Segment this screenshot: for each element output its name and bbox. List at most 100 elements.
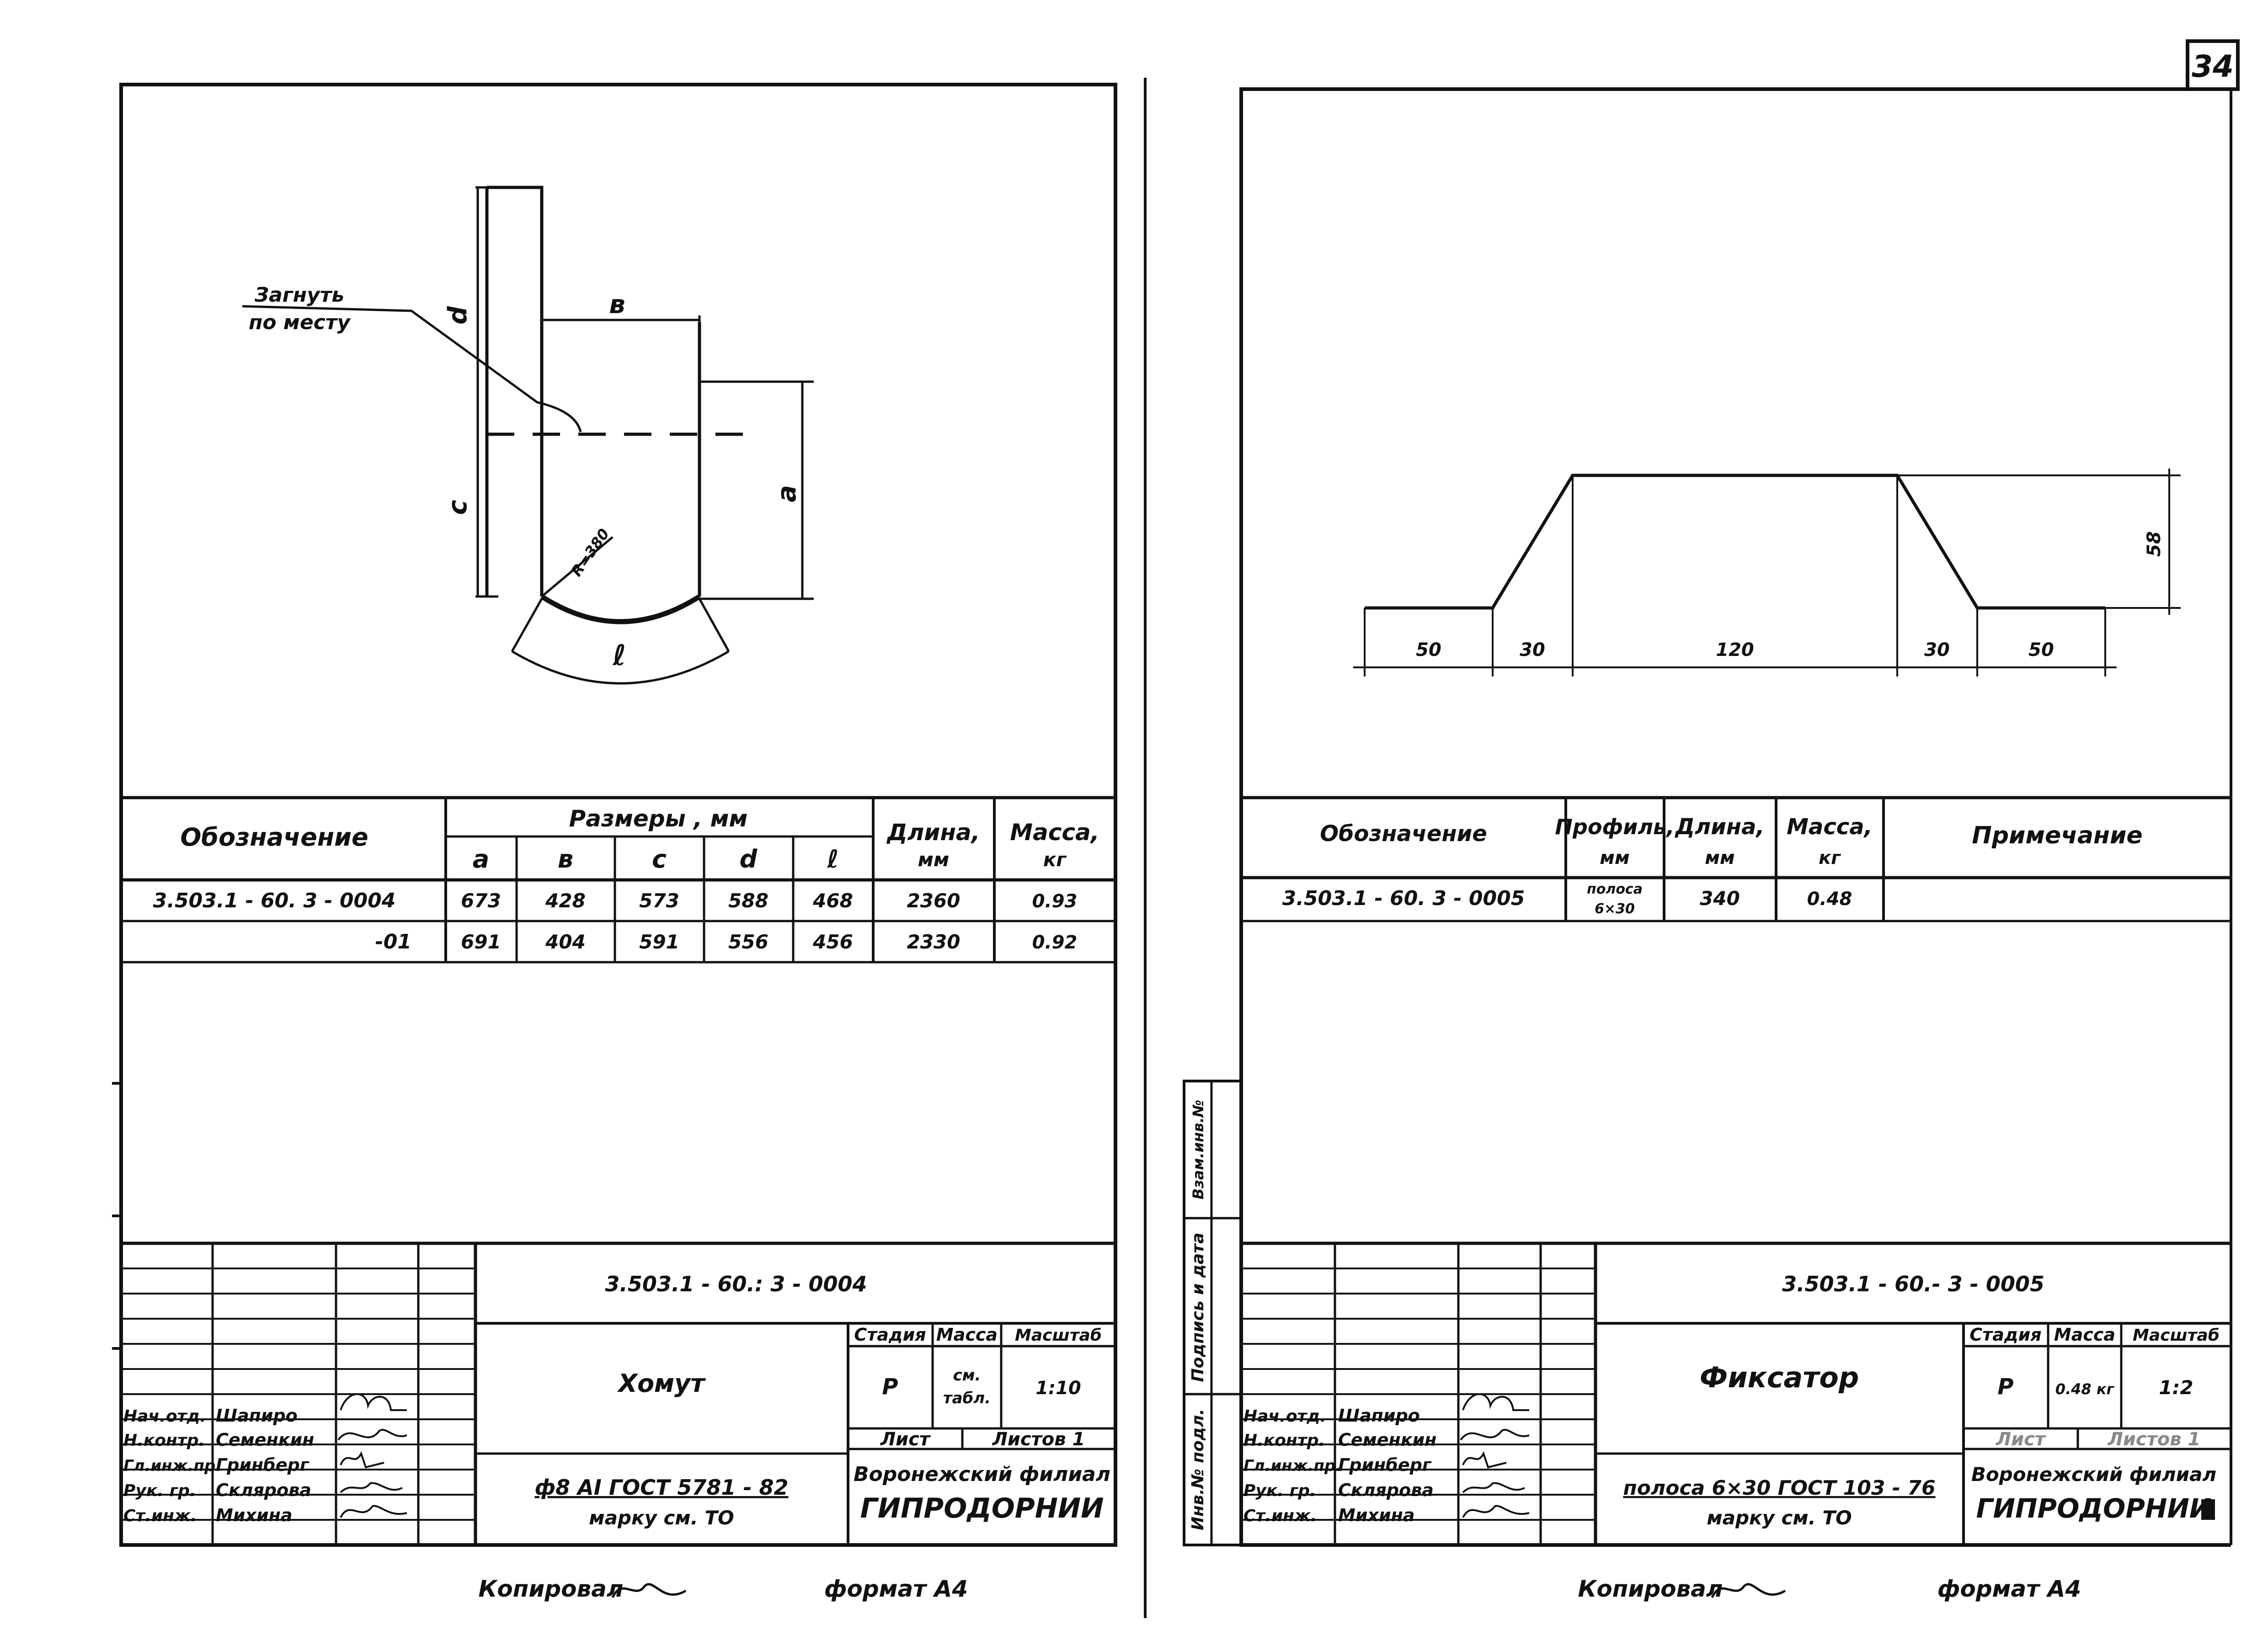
right-material-line1: полоса 6×30 ГОСТ 103 - 76 bbox=[1623, 1476, 1935, 1500]
right-copied-label: Копировал bbox=[1578, 1576, 1723, 1602]
table-row: 3.503.1 - 60. 3 - 0004 673 428 573 588 4… bbox=[153, 889, 1078, 912]
right-scale-value: 1:2 bbox=[2159, 1376, 2193, 1399]
left-size-letter-l: ℓ bbox=[827, 845, 838, 874]
right-sheets-label: Листов 1 bbox=[2108, 1429, 2201, 1450]
row-l: 468 bbox=[812, 890, 853, 912]
left-role-3: Гл.инж.пр. bbox=[123, 1457, 221, 1475]
dim-radius: R=380 bbox=[568, 525, 613, 580]
right-org-line2: ГИПРОДОРНИИ bbox=[1976, 1493, 2212, 1524]
right-role-4: Рук. гр. bbox=[1243, 1481, 1316, 1500]
left-role-4: Рук. гр. bbox=[123, 1481, 196, 1500]
row-c: 573 bbox=[639, 890, 679, 912]
left-mass-label: Масса bbox=[936, 1325, 998, 1345]
left-header-mass: Масса, bbox=[1010, 819, 1099, 846]
left-header-designation: Обозначение bbox=[180, 823, 368, 852]
left-org-line1: Воронежский филиал bbox=[854, 1463, 1110, 1486]
dim-seg1: 50 bbox=[1416, 639, 1441, 661]
right-signatures bbox=[1460, 1393, 1530, 1518]
left-doc-code: 3.503.1 - 60.: 3 - 0004 bbox=[605, 1272, 867, 1296]
right-header-length: Длина, bbox=[1674, 814, 1764, 840]
dim-height: 58 bbox=[2144, 531, 2165, 557]
right-header-profile: Профиль, bbox=[1555, 815, 1674, 839]
row-profile-line2: 6×30 bbox=[1595, 901, 1635, 917]
right-header-length-unit: мм bbox=[1705, 847, 1734, 868]
dim-a: a bbox=[772, 485, 802, 502]
dim-d: d bbox=[443, 306, 473, 325]
row-d: 588 bbox=[728, 890, 768, 912]
right-sheet-frame bbox=[1239, 87, 2231, 1547]
right-mass-value: 0.48 кг bbox=[2055, 1380, 2115, 1398]
row-designation: 3.503.1 - 60. 3 - 0004 bbox=[153, 889, 396, 912]
left-title-block: 3.503.1 - 60.: 3 - 0004 Хомут Стадия Мас… bbox=[121, 1241, 1115, 1545]
left-format-label: формат А4 bbox=[824, 1576, 968, 1602]
right-name-1: Шапиро bbox=[1338, 1406, 1420, 1426]
dim-b: в bbox=[609, 290, 625, 320]
page-number: 34 bbox=[2192, 49, 2234, 84]
left-copier-signature bbox=[611, 1583, 687, 1598]
left-size-letter-a: a bbox=[473, 845, 489, 874]
right-stage-value: Р bbox=[1997, 1374, 2013, 1400]
row-mass: 0.48 bbox=[1807, 889, 1852, 910]
left-material-line1: ф8 АI ГОСТ 5781 - 82 bbox=[534, 1475, 788, 1500]
left-header-sizes: Размеры , мм bbox=[569, 805, 748, 832]
left-header-mass-unit: кг bbox=[1043, 848, 1067, 871]
left-header-length-unit: мм bbox=[918, 848, 950, 871]
right-role-1: Нач.отд. bbox=[1243, 1407, 1326, 1426]
retainer-drawing: 58 50 30 120 30 50 bbox=[1353, 469, 2181, 677]
right-org-mark bbox=[2201, 1499, 2215, 1520]
right-doc-code: 3.503.1 - 60.- 3 - 0005 bbox=[1782, 1272, 2044, 1296]
left-sheets-label: Листов 1 bbox=[992, 1429, 1085, 1450]
right-header-designation: Обозначение bbox=[1320, 821, 1487, 847]
right-header-profile-unit: мм bbox=[1600, 847, 1629, 868]
left-size-letter-d: d bbox=[740, 845, 758, 874]
right-header-mass-unit: кг bbox=[1819, 847, 1841, 868]
right-title-block: 3.503.1 - 60.- 3 - 0005 Фиксатор Стадия … bbox=[1241, 1241, 2231, 1545]
dim-seg3: 120 bbox=[1716, 639, 1754, 661]
right-sheet: Взам.инв.№ Подпись и дата Инв.№ подл. 58… bbox=[1183, 87, 2232, 1602]
right-stage-label: Стадия bbox=[1969, 1325, 2041, 1345]
table-row: -01 691 404 591 556 456 2330 0.92 bbox=[375, 930, 1078, 953]
right-role-5: Ст.инж. bbox=[1243, 1507, 1317, 1525]
right-role-3: Гл.инж.пр. bbox=[1243, 1457, 1341, 1475]
left-name-2: Семенкин bbox=[216, 1430, 314, 1450]
row-c: 591 bbox=[639, 931, 679, 953]
left-stage-label: Стадия bbox=[854, 1325, 926, 1345]
row-a: 691 bbox=[461, 931, 501, 953]
right-name-4: Склярова bbox=[1338, 1480, 1434, 1500]
right-name-5: Михина bbox=[1338, 1505, 1414, 1525]
left-sheet: Загнуть по месту d c в a ℓ R=380 Обознач… bbox=[112, 83, 1117, 1602]
row-designation: 3.503.1 - 60. 3 - 0005 bbox=[1282, 887, 1525, 910]
row-l: 456 bbox=[812, 931, 853, 953]
side-stamp-box3: Инв.№ подл. bbox=[1189, 1409, 1207, 1530]
right-header-note: Примечание bbox=[1972, 822, 2142, 849]
left-name-4: Склярова bbox=[216, 1480, 311, 1500]
dim-seg5: 50 bbox=[2028, 639, 2054, 661]
row-b: 428 bbox=[545, 890, 586, 912]
callout-line2: по месту bbox=[249, 311, 351, 334]
left-name-1: Шапиро bbox=[216, 1406, 298, 1426]
side-stamp-box1: Взам.инв.№ bbox=[1190, 1100, 1207, 1199]
left-copied-label: Копировал bbox=[479, 1576, 624, 1602]
left-spec-table: Обозначение Размеры , мм Длина, мм Масса… bbox=[121, 796, 1115, 964]
row-mass: 0.92 bbox=[1032, 932, 1078, 953]
left-signatures bbox=[337, 1393, 407, 1518]
right-sheet-label: Лист bbox=[1996, 1429, 2047, 1450]
row-length: 2360 bbox=[907, 890, 961, 912]
right-scale-label: Масштаб bbox=[2133, 1326, 2220, 1345]
left-org-line2: ГИПРОДОРНИИ bbox=[860, 1492, 1104, 1524]
right-part-name: Фиксатор bbox=[1700, 1361, 1859, 1394]
left-material-line2: марку см. ТО bbox=[589, 1507, 734, 1529]
left-role-2: Н.контр. bbox=[123, 1431, 205, 1450]
left-role-1: Нач.отд. bbox=[123, 1407, 206, 1426]
left-header-length: Длина, bbox=[886, 819, 980, 846]
dim-l: ℓ bbox=[612, 639, 626, 672]
clamp-drawing: Загнуть по месту d c в a ℓ R=380 bbox=[242, 186, 814, 685]
dim-seg4: 30 bbox=[1924, 639, 1950, 661]
right-role-2: Н.контр. bbox=[1243, 1431, 1325, 1450]
row-b: 404 bbox=[545, 931, 586, 953]
row-length: 2330 bbox=[907, 931, 961, 953]
row-designation: -01 bbox=[375, 930, 412, 953]
row-a: 673 bbox=[461, 890, 501, 912]
right-material-line2: марку см. ТО bbox=[1707, 1507, 1852, 1529]
